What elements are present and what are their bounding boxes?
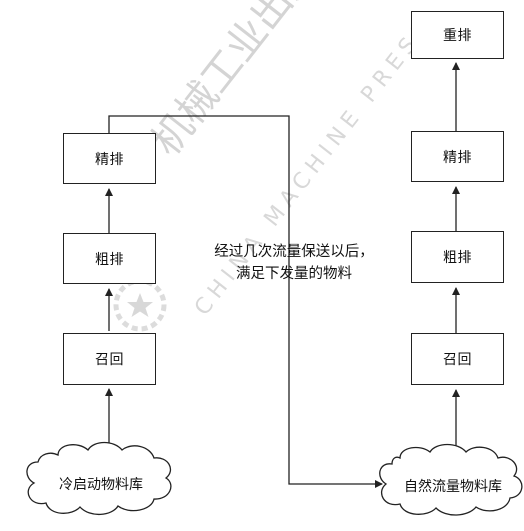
left-source-label: 冷启动物料库: [59, 477, 143, 493]
left-fine-rank-label: 精排: [95, 151, 124, 168]
transfer-note-line2: 满足下发量的物料: [236, 266, 352, 282]
left-fine-rank-box: 精排: [63, 133, 156, 184]
right-coarse-rank-label: 粗排: [443, 250, 472, 266]
left-recall-box: 召回: [63, 333, 156, 385]
right-rerank-box: 重排: [411, 11, 504, 59]
left-coarse-rank-label: 粗排: [95, 251, 124, 268]
right-fine-rank-box: 精排: [411, 131, 504, 182]
arrow-transfer: [108, 115, 383, 488]
right-coarse-rank-box: 粗排: [411, 231, 504, 283]
right-recall-label: 召回: [443, 352, 472, 368]
right-source-label: 自然流量物料库: [404, 479, 502, 495]
right-fine-rank-label: 精排: [443, 149, 472, 166]
cloud-cold-start: [26, 441, 172, 516]
transfer-note: 经过几次流量保送以后， 满足下发量的物料: [199, 241, 389, 285]
left-coarse-rank-box: 粗排: [63, 233, 156, 284]
transfer-note-line1: 经过几次流量保送以后，: [214, 244, 374, 260]
left-recall-label: 召回: [95, 352, 124, 368]
right-recall-box: 召回: [411, 333, 504, 385]
cloud-natural-traffic: [379, 443, 523, 516]
right-rerank-label: 重排: [443, 28, 472, 44]
